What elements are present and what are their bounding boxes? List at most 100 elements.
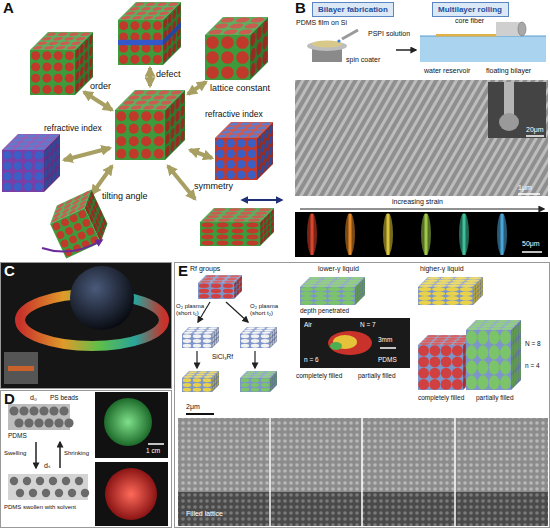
lattice-dot <box>251 388 259 392</box>
lattice-dot <box>203 383 211 387</box>
lattice-dot <box>429 356 440 367</box>
lattice-dot <box>489 360 500 374</box>
face-fill <box>234 275 242 299</box>
figure-label: 3mm <box>378 336 392 343</box>
photonic-cube <box>205 17 268 80</box>
figure-label: increasing strain <box>392 198 443 206</box>
lattice-dot <box>232 223 244 228</box>
lattice-dot <box>65 51 74 60</box>
figure-label: d₀ <box>30 394 37 402</box>
cube-face <box>270 371 277 392</box>
lattice-dot <box>119 55 128 64</box>
arrow <box>242 199 282 201</box>
lattice-dot <box>223 294 233 298</box>
lattice-dot <box>35 183 43 191</box>
ps-bead <box>81 489 89 497</box>
figure-label: 20μm <box>526 126 544 134</box>
lattice-dot <box>300 296 313 300</box>
figure-label: completely filled <box>418 394 464 401</box>
lattice-dot <box>247 235 259 240</box>
lattice-dot <box>183 383 191 387</box>
figure-label: PDMS film on Si <box>296 19 347 27</box>
face-fill <box>355 277 365 305</box>
figure-label: PDMS <box>8 432 27 439</box>
cube-face <box>182 378 212 392</box>
lattice-dot <box>129 124 139 134</box>
lattice-dot <box>460 301 473 305</box>
face-fill <box>240 378 270 392</box>
ps-bead <box>49 406 58 415</box>
photonic-cube <box>118 2 181 65</box>
face-fill <box>182 334 212 348</box>
lattice-dot <box>328 296 341 300</box>
lattice-dot <box>237 171 245 179</box>
lattice-dot <box>199 289 209 293</box>
figure-label: floating bilayer <box>486 67 531 75</box>
lattice-dot <box>342 292 355 296</box>
figure-label: depth penetrated <box>300 307 349 314</box>
ps-bead <box>54 418 63 427</box>
lattice-dot <box>14 172 22 180</box>
face-shade <box>260 208 274 246</box>
lattice-dot <box>193 383 201 387</box>
ps-bead <box>19 406 28 415</box>
lattice-dot <box>141 124 151 134</box>
lattice-dot <box>211 294 221 298</box>
face-fill <box>212 327 219 348</box>
arrow <box>35 442 37 468</box>
face-fill <box>240 334 270 348</box>
lattice-dot <box>130 21 139 30</box>
photonic-cube <box>215 122 273 180</box>
figure-label: spin coater <box>346 56 380 64</box>
figure-label: 50μm <box>522 240 540 248</box>
lattice-dot <box>261 344 269 348</box>
lattice-dot <box>232 229 244 234</box>
lattice-dot <box>460 296 473 300</box>
lattice-dot <box>42 51 51 60</box>
red-region <box>328 331 372 355</box>
face-fill <box>205 35 250 80</box>
lattice-dot <box>216 160 224 168</box>
lattice-dot <box>206 51 219 64</box>
lattice-dot <box>251 344 259 348</box>
lattice-dot <box>314 296 327 300</box>
ps-bead <box>44 418 53 427</box>
figure-label: lower-γ liquid <box>318 265 359 273</box>
photonic-cube <box>240 371 277 392</box>
lattice-dot <box>241 378 249 382</box>
lattice-dot <box>314 287 327 291</box>
face-fill <box>115 110 165 160</box>
cube-face <box>257 122 273 180</box>
photo-green <box>95 392 168 458</box>
lattice-dot <box>241 344 249 348</box>
lattice-dot <box>500 330 511 344</box>
silicon-wafer <box>307 41 347 51</box>
lattice-dot <box>221 51 234 64</box>
lattice-dot <box>261 339 269 343</box>
lattice-dot <box>248 171 256 179</box>
lattice-dot <box>73 222 83 232</box>
lattice-dot <box>64 226 74 236</box>
fiber-core <box>349 214 352 255</box>
cube-face <box>250 17 268 80</box>
lattice-dot <box>141 149 151 159</box>
cube-face <box>418 287 473 305</box>
fiber-core <box>311 214 314 255</box>
lattice-dot <box>211 289 221 293</box>
ps-bead <box>10 477 18 485</box>
arrow <box>148 68 152 86</box>
ps-bead <box>42 489 50 497</box>
lattice-dot <box>489 375 500 389</box>
defect-band <box>118 40 163 45</box>
figure-label: N = 7 <box>360 321 376 328</box>
face-fill <box>250 17 268 80</box>
lattice-dot <box>418 301 431 305</box>
lattice-dot <box>31 62 40 71</box>
lattice-dot <box>247 229 259 234</box>
lattice-dot <box>460 287 473 291</box>
lattice-dot <box>24 162 32 170</box>
face-shade <box>473 277 483 305</box>
lattice-dot <box>85 226 95 236</box>
lattice-dot <box>129 136 139 146</box>
